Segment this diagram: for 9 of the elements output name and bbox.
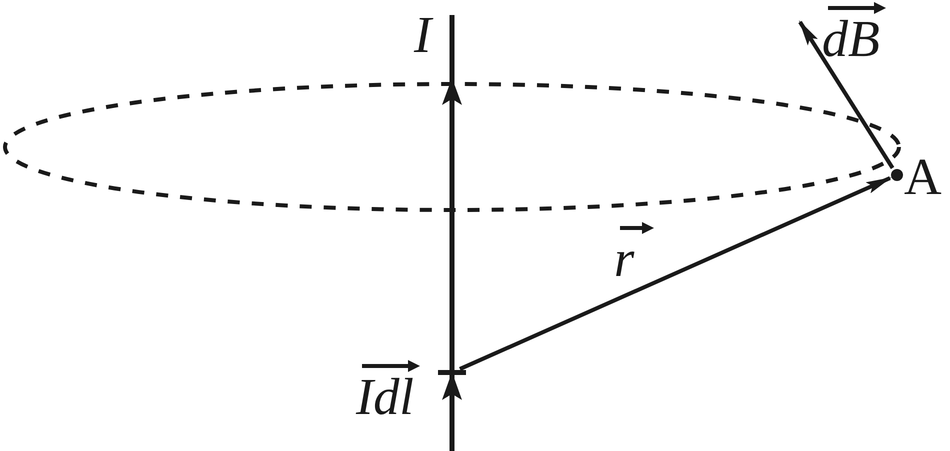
vector-label: dB — [822, 2, 888, 66]
vector-label: r — [614, 222, 656, 286]
vector-arrow — [798, 20, 894, 170]
current-label: I — [414, 10, 432, 62]
vector-label: Idl — [356, 360, 422, 424]
vector-arrow — [459, 176, 892, 371]
point-label: A — [904, 152, 942, 204]
point-dot — [891, 169, 903, 181]
current-element-mark — [438, 370, 466, 375]
